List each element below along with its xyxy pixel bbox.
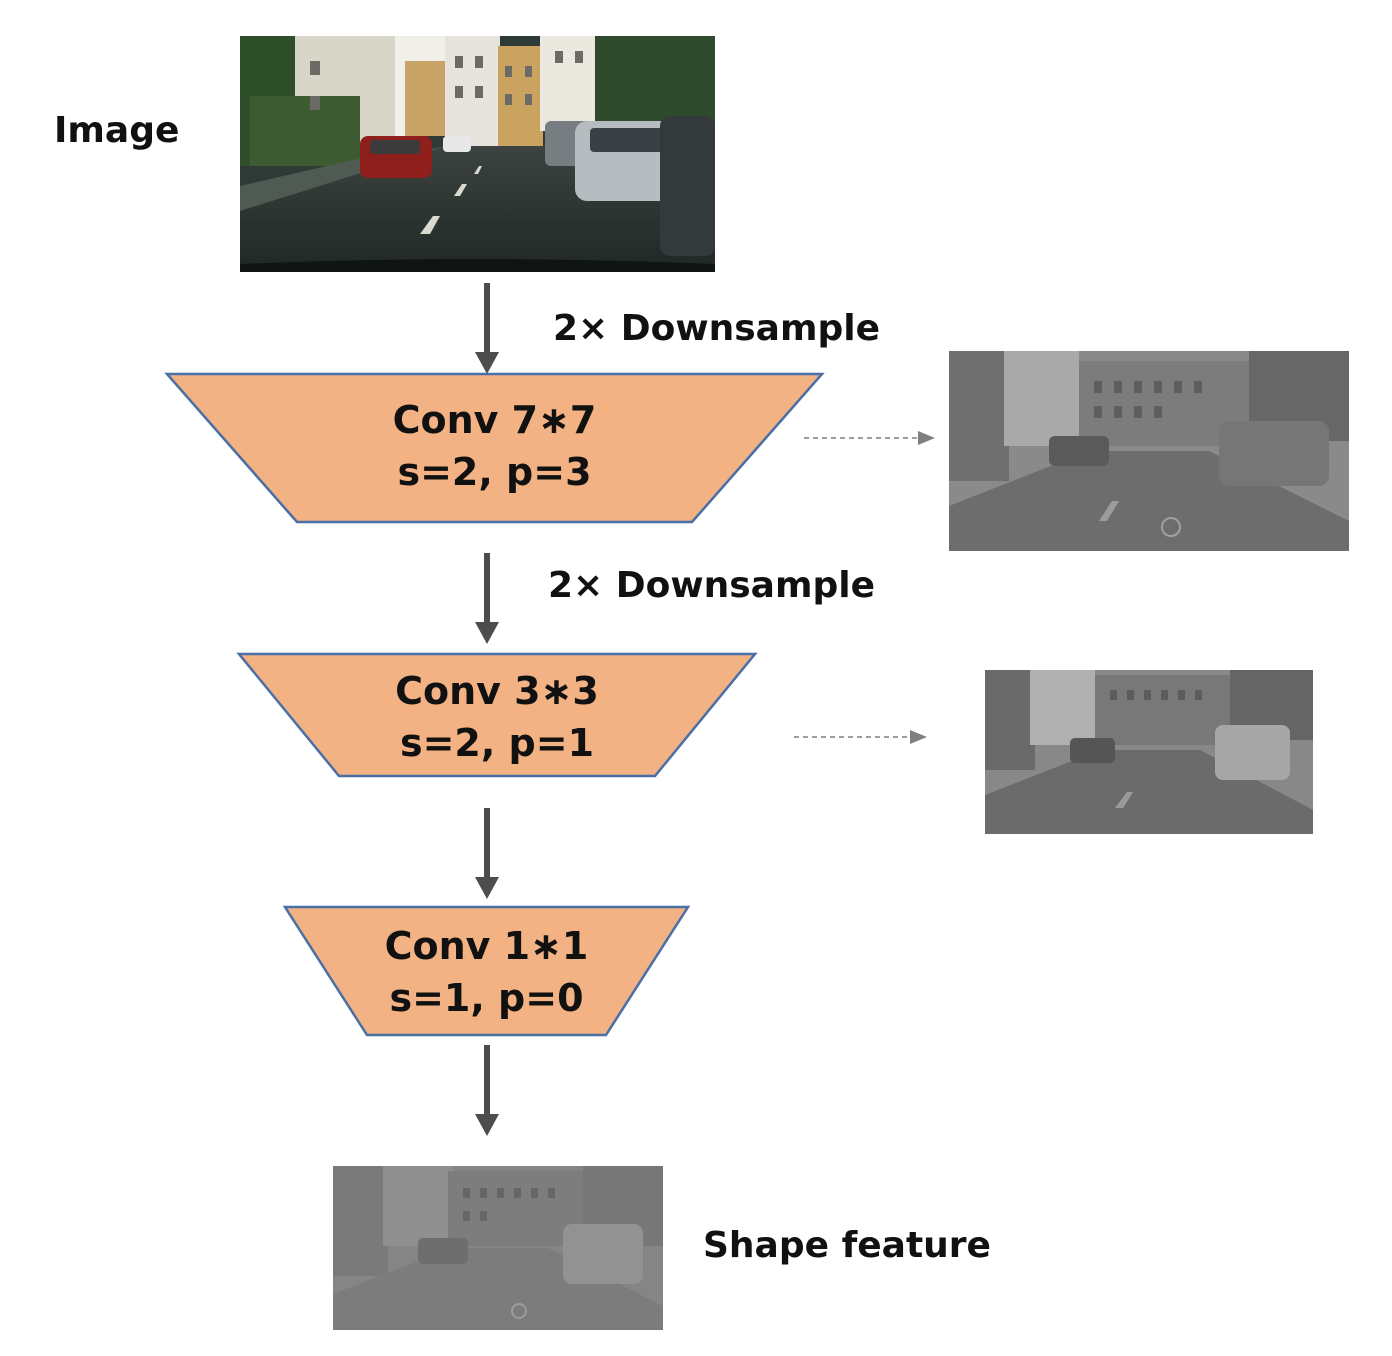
shape-feature-label: Shape feature [703,1225,991,1266]
conv3-op: Conv 3∗3 [395,669,599,713]
downsample-label-2: 2× Downsample [548,565,876,606]
arrow-conv1-to-shape-feature [475,1045,499,1136]
conv3-layer-text: Conv 3∗3 s=2, p=1 [339,665,655,769]
conv7-params: s=2, p=3 [397,450,592,494]
conv1-layer-text: Conv 1∗1 s=1, p=0 [367,920,606,1024]
feature-map-conv7 [949,351,1349,551]
conv1-layer-shape [282,905,691,1037]
conv3-layer-shape [236,652,758,778]
shape-feature-image [333,1166,663,1330]
conv3-params: s=2, p=1 [399,721,595,765]
conv1-params: s=1, p=0 [389,976,584,1020]
conv7-op: Conv 7∗7 [392,398,597,442]
dashed-arrow-conv3-to-feature [794,730,927,744]
conv7-layer-text: Conv 7∗7 s=2, p=3 [297,394,692,498]
dashed-arrow-conv7-to-feature [804,431,935,445]
image-label: Image [54,110,180,151]
arrow-image-to-conv7 [475,283,499,374]
feature-map-conv3 [985,670,1313,834]
conv7-layer-shape [164,372,825,524]
arrow-conv7-to-conv3 [475,553,499,644]
downsample-label-1: 2× Downsample [553,308,881,349]
arrow-conv3-to-conv1 [475,808,499,899]
conv1-op: Conv 1∗1 [384,924,589,968]
input-street-image [240,36,715,272]
